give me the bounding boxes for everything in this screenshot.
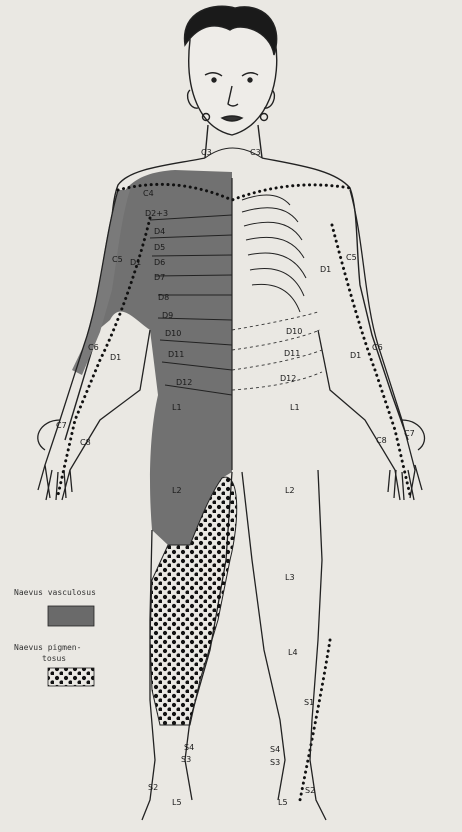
- label-l2-left: L2: [172, 486, 182, 495]
- label-c5-left: C5: [112, 255, 123, 264]
- label-c7-right: C7: [404, 429, 415, 438]
- label-d11: D11: [168, 350, 184, 359]
- label-c3-left: C3: [201, 148, 212, 157]
- label-c3-right: C3: [250, 148, 261, 157]
- label-d4: D4: [154, 227, 165, 236]
- label-c8-right: C8: [376, 436, 387, 445]
- label-c6-left: C6: [88, 343, 99, 352]
- label-d12-right: D12: [280, 374, 296, 383]
- label-l2-right: L2: [285, 486, 295, 495]
- head: [185, 6, 277, 135]
- label-d1-right-arm: D1: [320, 265, 331, 274]
- label-d7: D7: [154, 273, 165, 282]
- legend-vasculosus-label: Naevus vasculosus: [14, 588, 96, 597]
- rib-cage: [232, 178, 306, 470]
- label-d12: D12: [176, 378, 192, 387]
- label-s4-right: S4: [270, 745, 280, 754]
- label-d1-left-arm: D1: [130, 258, 141, 267]
- label-c4: C4: [143, 189, 154, 198]
- label-d10: D10: [165, 329, 181, 338]
- label-d1-left-arm-2: D1: [110, 353, 121, 362]
- label-d2-3: D2+3: [145, 209, 168, 218]
- legend-vasculosus-swatch: [48, 606, 94, 626]
- label-s2-left: S2: [148, 783, 158, 792]
- label-s4-left: S4: [184, 743, 194, 752]
- label-c5-right: C5: [346, 253, 357, 262]
- label-l3-right: L3: [285, 573, 295, 582]
- legend-pigmentosus-swatch: [48, 668, 94, 686]
- label-s3-right: S3: [270, 758, 280, 767]
- label-l5-right: L5: [278, 798, 288, 807]
- label-l1-right: L1: [290, 403, 300, 412]
- label-c6-right: C6: [372, 343, 383, 352]
- label-d10-right: D10: [286, 327, 302, 336]
- label-d8: D8: [158, 293, 169, 302]
- label-s3-left: S3: [181, 755, 191, 764]
- label-d11-right: D11: [284, 349, 300, 358]
- label-l5-left: L5: [172, 798, 182, 807]
- label-d9: D9: [162, 311, 173, 320]
- label-d6: D6: [154, 258, 165, 267]
- legend: Naevus vasculosus Naevus pigmen- tosus: [14, 588, 96, 686]
- label-d5: D5: [154, 243, 165, 252]
- legend-pigmentosus-label-1: Naevus pigmen-: [14, 643, 81, 652]
- label-l1-left: L1: [172, 403, 182, 412]
- label-c7-left: C7: [56, 421, 67, 430]
- label-c8-left: C8: [80, 438, 91, 447]
- label-s1-right: S1: [304, 698, 314, 707]
- label-l4-right: L4: [288, 648, 298, 657]
- label-s2-right: S2: [305, 786, 315, 795]
- dermatome-lines: [232, 312, 322, 390]
- legend-pigmentosus-label-2: tosus: [42, 654, 66, 663]
- label-d1-right-arm-2: D1: [350, 351, 361, 360]
